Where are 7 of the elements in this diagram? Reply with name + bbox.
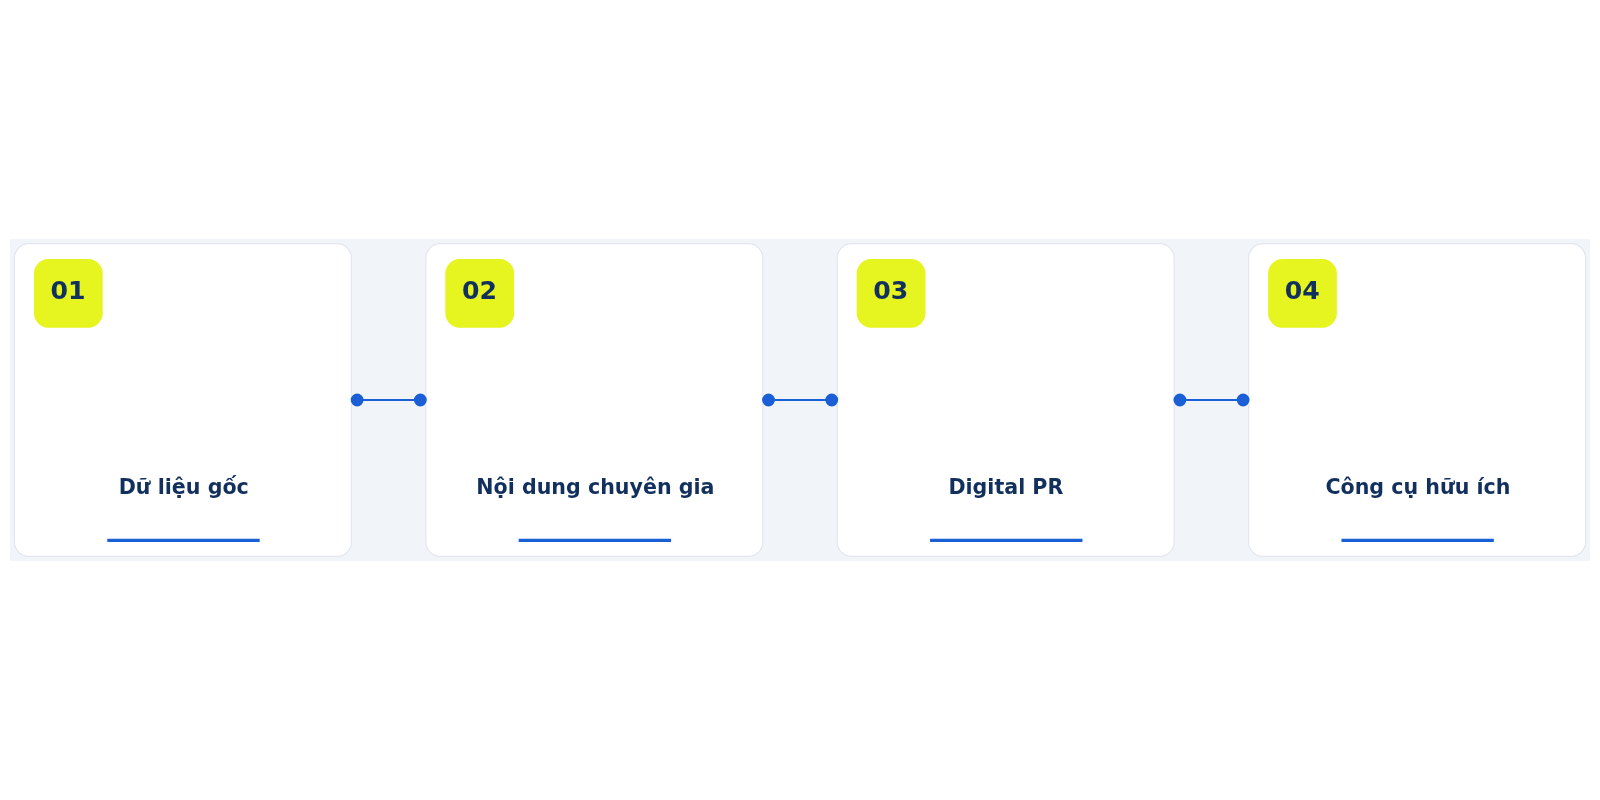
connector: [762, 393, 839, 407]
connector: [1173, 393, 1250, 407]
node-box: 01 Dữ liệu gốc: [13, 243, 352, 557]
node-box: 03 Digital PR: [836, 243, 1175, 557]
node-box: 02 Nội dung chuyên gia: [425, 243, 764, 557]
connector: [350, 393, 427, 407]
node-box: 04 Công cụ hữu ích: [1248, 243, 1587, 557]
